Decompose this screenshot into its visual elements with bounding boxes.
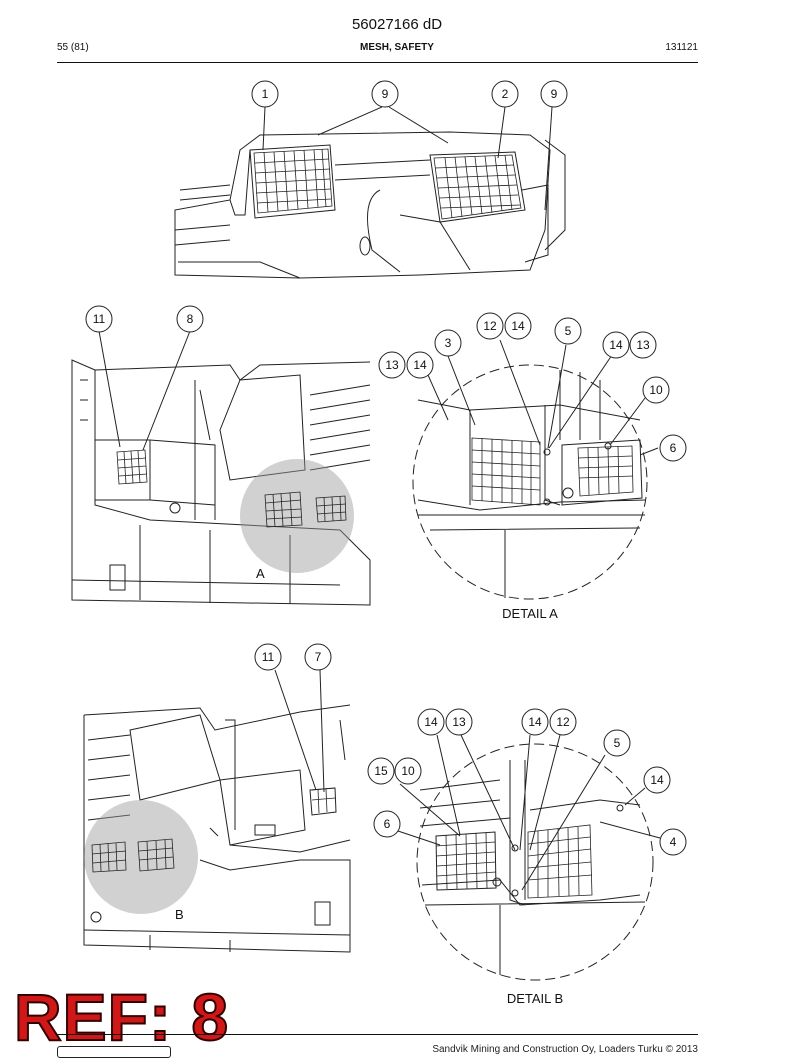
- figure-2-drawing: [71, 330, 371, 606]
- mesh-grid-fig2: [116, 449, 347, 528]
- callout-label: 4: [670, 835, 677, 849]
- detail-b-highlight: [84, 800, 198, 914]
- page-title: MESH, SAFETY: [360, 42, 434, 53]
- callout-label: 13: [452, 715, 466, 729]
- callout-group-detail-a: [378, 312, 687, 462]
- callout-label: 14: [650, 773, 664, 787]
- view-label-b: B: [175, 907, 184, 922]
- callout-label: 14: [609, 338, 623, 352]
- mesh-grid-detail-b-right: [527, 824, 593, 899]
- callout-label: 14: [413, 358, 427, 372]
- view-label-a: A: [256, 566, 265, 581]
- view-labels: A B DETAIL A DETAIL B: [175, 566, 563, 1006]
- callout-label: 1: [262, 87, 269, 101]
- mesh-grid-right: [433, 154, 522, 220]
- mesh-grid-left: [253, 148, 333, 214]
- callout-label: 13: [385, 358, 399, 372]
- document-number: 56027166 dD: [351, 16, 443, 33]
- callout-label: 14: [511, 319, 525, 333]
- callout-label: 12: [483, 319, 497, 333]
- callout-label: 9: [551, 87, 558, 101]
- callout-label: 10: [401, 764, 415, 778]
- footer-divider: [57, 1034, 698, 1035]
- mesh-grid-detail-a-left: [471, 437, 541, 506]
- callout-label: 15: [374, 764, 388, 778]
- page-number: 55 (81): [57, 42, 89, 53]
- detail-a-drawing: [412, 339, 659, 600]
- date-code: 131121: [665, 42, 698, 53]
- reference-stamp: REF: 8: [13, 980, 230, 1054]
- callout-label: 6: [670, 441, 677, 455]
- detail-a-caption: DETAIL A: [502, 606, 558, 621]
- callout-label: 9: [382, 87, 389, 101]
- header-divider: [57, 62, 698, 63]
- callout-group-fig2: [85, 305, 204, 333]
- callout-label: 11: [262, 650, 275, 664]
- callout-label: 12: [556, 715, 570, 729]
- callout-label: 13: [636, 338, 650, 352]
- callout-label: 5: [565, 324, 572, 338]
- callout-label: 5: [614, 736, 621, 750]
- callout-label: 3: [445, 336, 452, 350]
- callout-labels: 1 9 2 9 11 8 12 14 5 3 14 13 13 14 10 6 …: [93, 87, 677, 849]
- callout-label: 7: [315, 650, 322, 664]
- callouts: [85, 80, 687, 856]
- callout-label: 14: [424, 715, 438, 729]
- detail-b-caption: DETAIL B: [507, 991, 563, 1006]
- mesh-grid-detail-b-left: [435, 832, 497, 890]
- mesh-grid-detail-a-right: [577, 445, 634, 497]
- callout-label: 2: [502, 87, 509, 101]
- callout-label: 14: [528, 715, 542, 729]
- figure-1-drawing: [174, 106, 566, 279]
- callout-label: 10: [649, 383, 663, 397]
- detail-a-highlight: [240, 459, 354, 573]
- callout-label: 11: [93, 312, 106, 326]
- callout-group-fig1: [251, 80, 568, 108]
- callout-label: 8: [187, 312, 194, 326]
- detail-b-drawing: [394, 734, 661, 981]
- callout-group-fig3: [254, 643, 332, 671]
- callout-label: 6: [384, 817, 391, 831]
- footer-copyright: Sandvik Mining and Construction Oy, Load…: [432, 1044, 698, 1055]
- figure-3-drawing: [83, 669, 351, 953]
- callout-group-detail-b: [367, 708, 687, 856]
- sandvik-logo: [57, 1046, 171, 1058]
